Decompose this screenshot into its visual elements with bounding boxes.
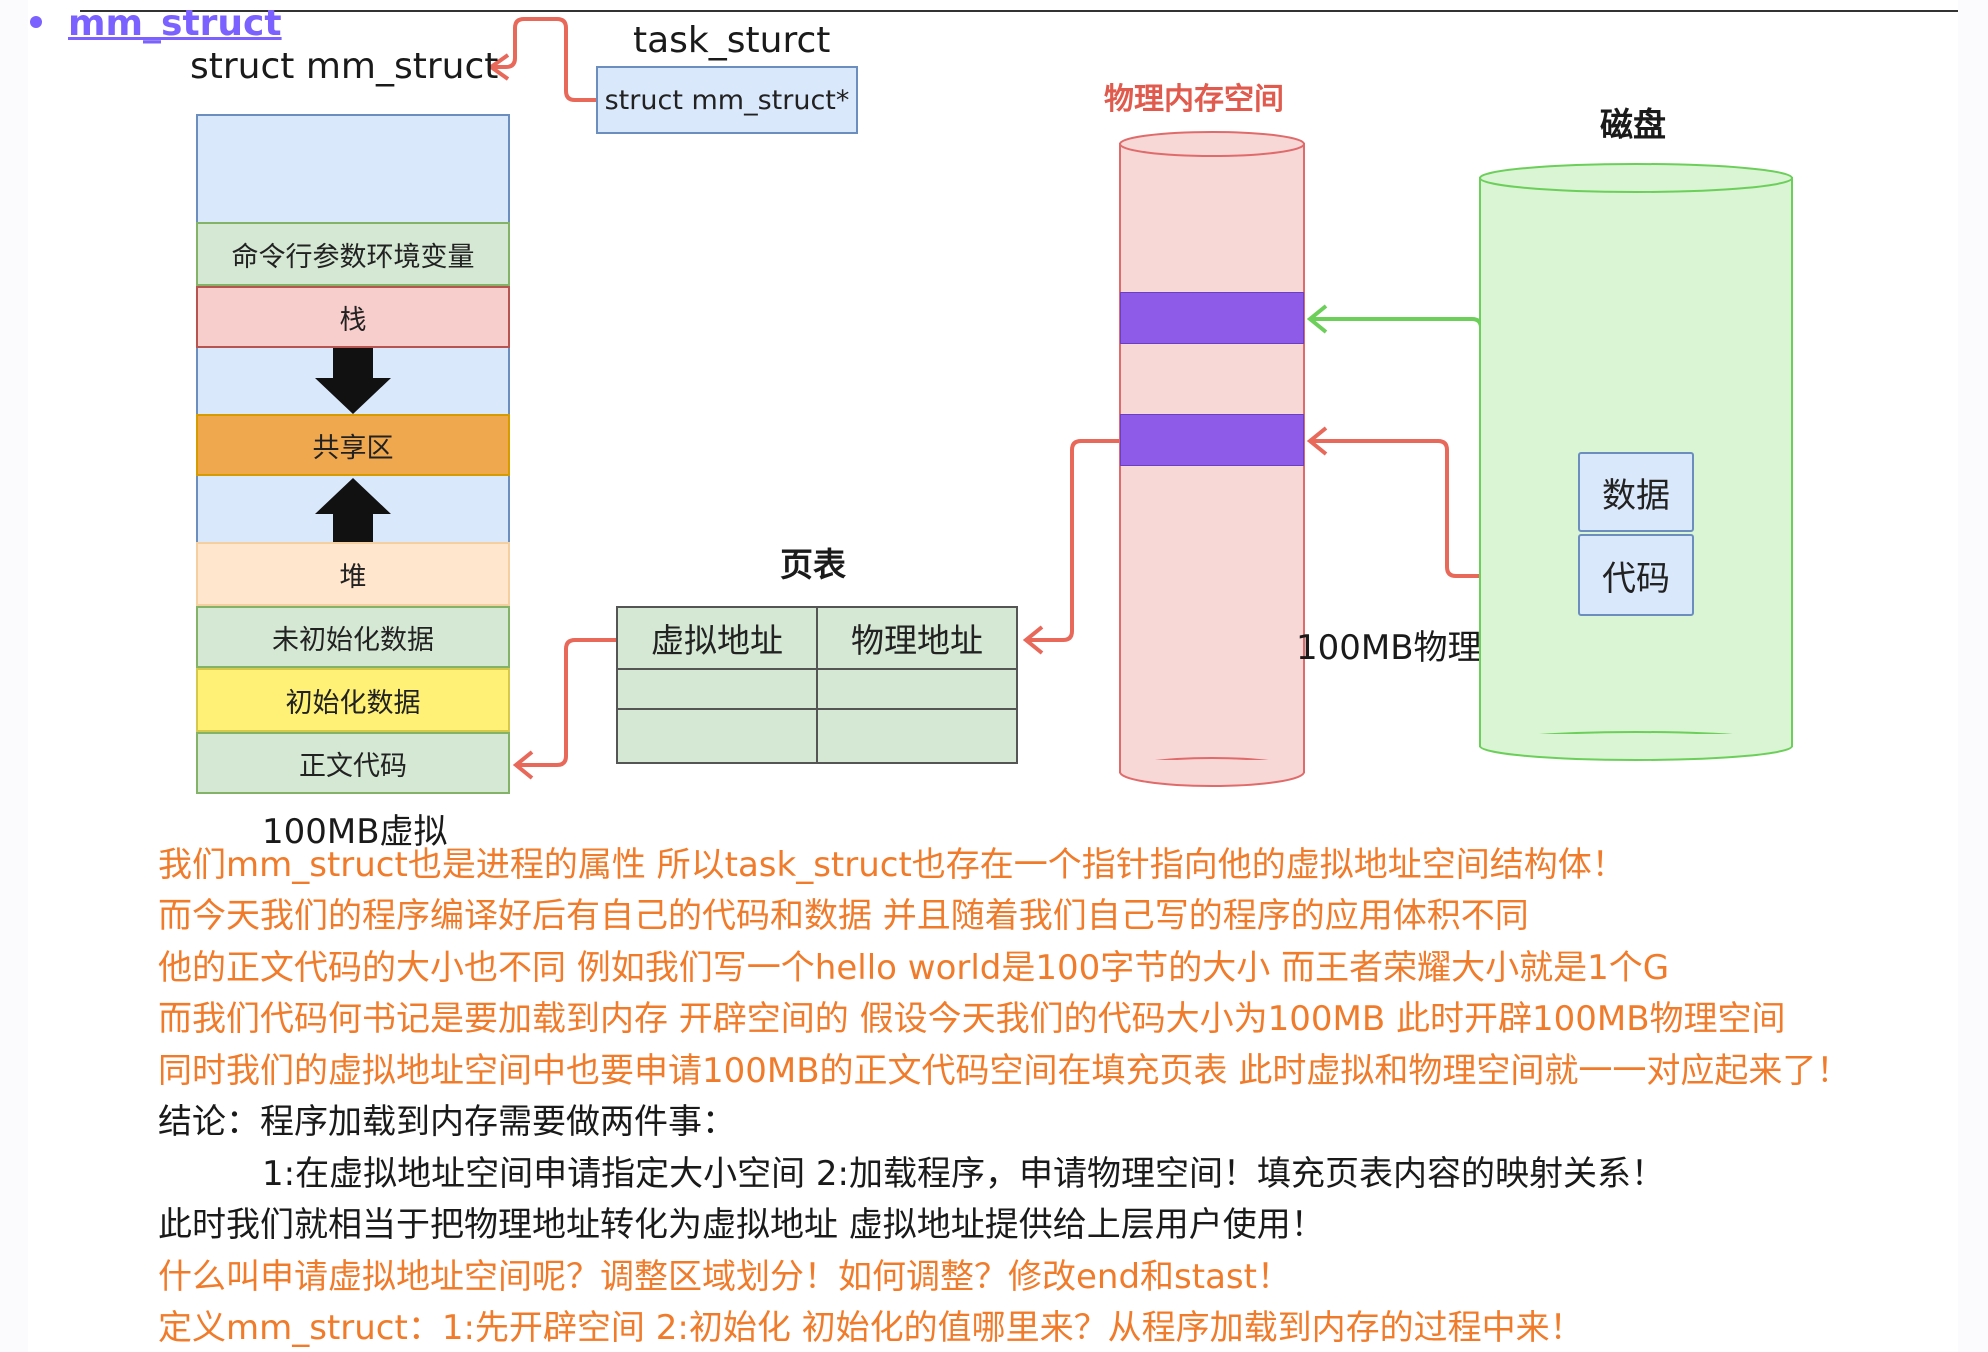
region-text: 正文代码 <box>196 732 510 794</box>
disk-title: 磁盘 <box>1600 105 1666 144</box>
page-table: 虚拟地址 物理地址 <box>616 606 1018 670</box>
note-line: 什么叫申请虚拟地址空间呢？调整区域划分！如何调整？修改end和stast！ <box>158 1257 1291 1297</box>
region-stack: 栈 <box>196 286 510 348</box>
physical-size-caption: 100MB物理 <box>1296 628 1482 668</box>
mm-struct-title: struct mm_struct <box>190 46 499 87</box>
region-heap: 堆 <box>196 542 510 606</box>
note-line: 我们mm_struct也是进程的属性 所以task_struct也存在一个指针指… <box>158 845 1626 885</box>
region-shared: 共享区 <box>196 414 510 476</box>
page-table-header-virtual: 虚拟地址 <box>618 608 818 668</box>
page-table-row <box>616 710 1018 764</box>
stack-grow-down-icon <box>315 348 391 414</box>
top-divider <box>80 10 1958 12</box>
task-struct-title: task_sturct <box>633 20 831 61</box>
note-line: 结论：程序加载到内存需要做两件事： <box>158 1102 736 1142</box>
note-line: 而我们代码何书记是要加载到内存 开辟空间的 假设今天我们的代码大小为100MB … <box>158 999 1786 1039</box>
heap-grow-up-icon <box>315 478 391 542</box>
note-line: 同时我们的虚拟地址空间中也要申请100MB的正文代码空间在填充页表 此时虚拟和物… <box>158 1051 1851 1091</box>
disk-item-data: 数据 <box>1578 452 1694 532</box>
page-table-cell <box>816 670 818 708</box>
memory-segment-code <box>1120 414 1304 466</box>
physical-memory-title: 物理内存空间 <box>1104 82 1284 117</box>
note-line: 此时我们就相当于把物理地址转化为虚拟地址 虚拟地址提供给上层用户使用！ <box>158 1205 1325 1245</box>
region-bss: 未初始化数据 <box>196 606 510 668</box>
note-line: 1:在虚拟地址空间申请指定大小空间 2:加载程序，申请物理空间！填充页表内容的映… <box>262 1154 1665 1194</box>
page-table-row <box>616 670 1018 710</box>
note-line: 他的正文代码的大小也不同 例如我们写一个hello world是100字节的大小… <box>158 948 1670 988</box>
page-table-cell <box>816 710 818 762</box>
page-table-title: 页表 <box>780 545 846 584</box>
task-struct-mm-field: struct mm_struct* <box>596 66 858 134</box>
disk-item-code: 代码 <box>1578 534 1694 616</box>
memory-segment-data <box>1120 292 1304 344</box>
page-table-header-physical: 物理地址 <box>851 621 983 660</box>
virtual-size-caption: 100MB虚拟 <box>262 812 448 852</box>
note-line: 而今天我们的程序编译好后有自己的代码和数据 并且随着我们自己写的程序的应用体积不… <box>158 896 1529 936</box>
heading-link[interactable]: mm_struct <box>68 3 282 44</box>
region-data: 初始化数据 <box>196 668 510 732</box>
region-cmdline-env: 命令行参数环境变量 <box>196 222 510 286</box>
bullet-icon <box>30 16 42 28</box>
note-line: 定义mm_struct：1:先开辟空间 2:初始化 初始化的值哪里来？从程序加载… <box>158 1308 1584 1348</box>
